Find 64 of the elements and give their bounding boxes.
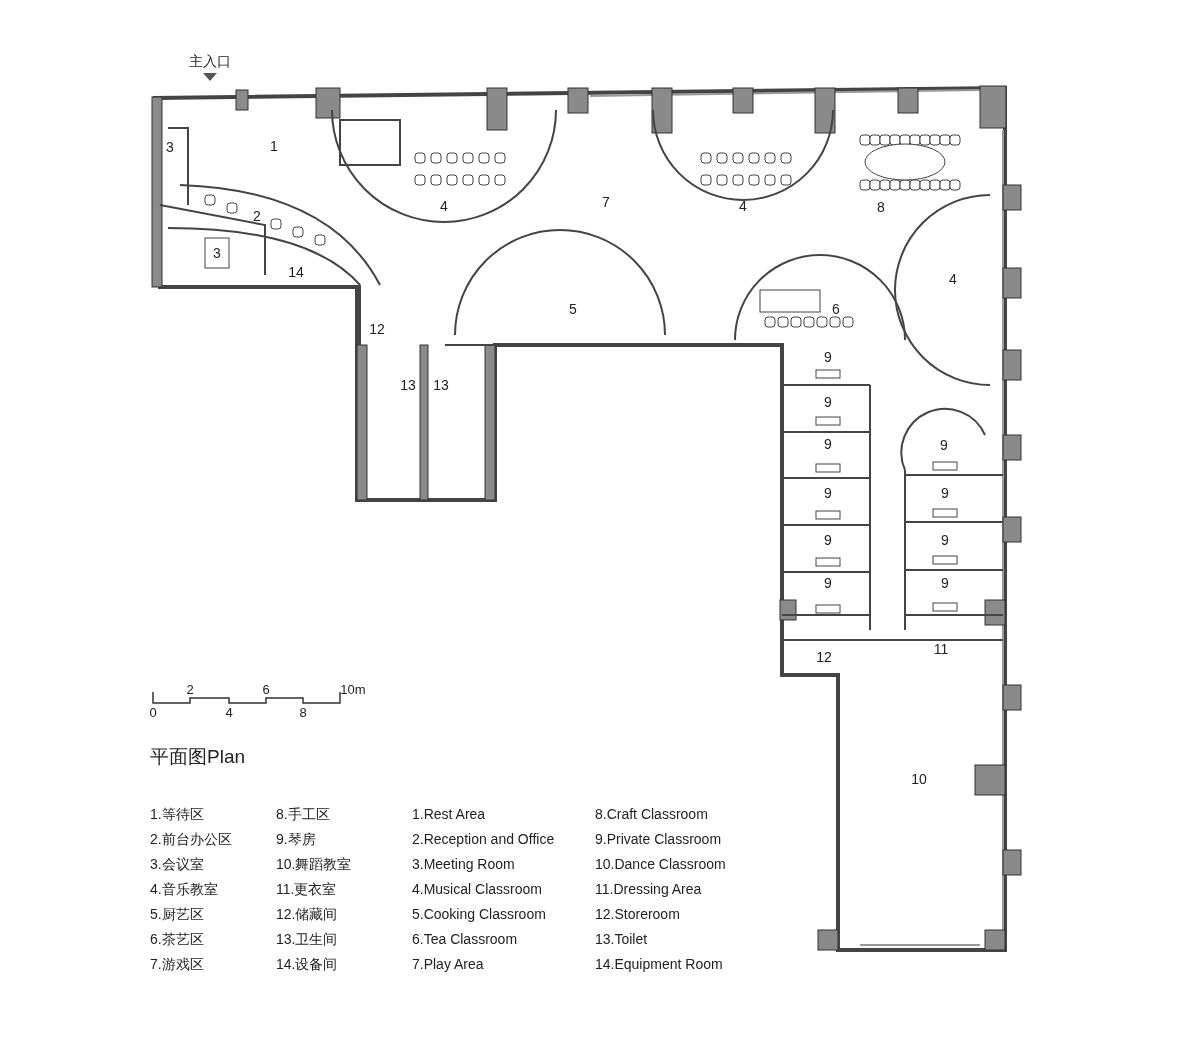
room-number: 6 xyxy=(832,301,840,317)
room-number: 3 xyxy=(166,139,174,155)
legend-item: 9.Private Classroom xyxy=(595,831,722,847)
legend-item: 8.Craft Classroom xyxy=(595,806,708,822)
scale-label: 10m xyxy=(340,682,366,698)
room-number: 12 xyxy=(369,321,385,337)
legend-item: 5.厨艺区 xyxy=(150,906,204,922)
room-number: 5 xyxy=(569,301,577,317)
room-number: 3 xyxy=(213,245,221,261)
room-number: 7 xyxy=(602,194,610,210)
scale-label: 6 xyxy=(262,682,270,698)
room-number: 8 xyxy=(877,199,885,215)
room-number: 4 xyxy=(739,198,747,214)
legend-item: 1.等待区 xyxy=(150,806,204,822)
legend-item: 4.音乐教室 xyxy=(150,881,218,897)
legend-item: 14.Equipment Room xyxy=(595,956,723,972)
legend-item: 12.Storeroom xyxy=(595,906,680,922)
room-number: 13 xyxy=(433,377,449,393)
scale-label: 2 xyxy=(186,682,194,698)
room-number: 9 xyxy=(824,436,832,452)
room-number: 9 xyxy=(824,532,832,548)
legend-item: 1.Rest Area xyxy=(412,806,486,822)
legend-item: 11.更衣室 xyxy=(276,881,337,897)
room-number: 4 xyxy=(949,271,957,287)
room-number: 4 xyxy=(440,198,448,214)
room-number: 9 xyxy=(941,485,949,501)
scale-label: 0 xyxy=(149,705,157,721)
room-number: 13 xyxy=(400,377,416,393)
entrance-label: 主入口 xyxy=(189,53,231,69)
room-number: 9 xyxy=(824,575,832,591)
legend-item: 13.Toilet xyxy=(595,931,648,947)
room-number: 9 xyxy=(940,437,948,453)
legend-item: 7.Play Area xyxy=(412,956,484,972)
legend-item: 4.Musical Classroom xyxy=(412,881,542,897)
legend-item: 3.Meeting Room xyxy=(412,856,515,872)
room-number: 12 xyxy=(816,649,832,665)
room-number: 10 xyxy=(911,771,927,787)
room-number: 9 xyxy=(941,575,949,591)
legend-item: 13.卫生间 xyxy=(276,931,338,947)
room-number: 9 xyxy=(941,532,949,548)
legend-item: 14.设备间 xyxy=(276,956,338,972)
legend-item: 5.Cooking Classroom xyxy=(412,906,546,922)
legend-item: 10.Dance Classroom xyxy=(595,856,726,872)
scale-label: 8 xyxy=(299,705,307,721)
room-number: 9 xyxy=(824,349,832,365)
legend-item: 7.游戏区 xyxy=(150,956,204,972)
legend-item: 11.Dressing Area xyxy=(595,881,702,897)
legend-item: 9.琴房 xyxy=(276,831,316,847)
legend-item: 2.Reception and Office xyxy=(412,831,555,847)
room-number: 9 xyxy=(824,394,832,410)
legend-item: 12.储藏间 xyxy=(276,906,338,922)
legend-item: 10.舞蹈教室 xyxy=(276,856,352,872)
legend-item: 6.茶艺区 xyxy=(150,931,204,947)
legend-item: 3.会议室 xyxy=(150,856,204,872)
room-number: 9 xyxy=(824,485,832,501)
legend-item: 2.前台办公区 xyxy=(150,831,232,847)
scale-label: 4 xyxy=(225,705,233,721)
room-number: 1 xyxy=(270,138,278,154)
room-number: 11 xyxy=(933,641,949,657)
legend-item: 6.Tea Classroom xyxy=(412,931,518,947)
room-number: 14 xyxy=(288,264,304,280)
room-number: 2 xyxy=(253,208,261,224)
legend-item: 8.手工区 xyxy=(276,806,330,822)
plan-title: 平面图Plan xyxy=(150,746,246,768)
